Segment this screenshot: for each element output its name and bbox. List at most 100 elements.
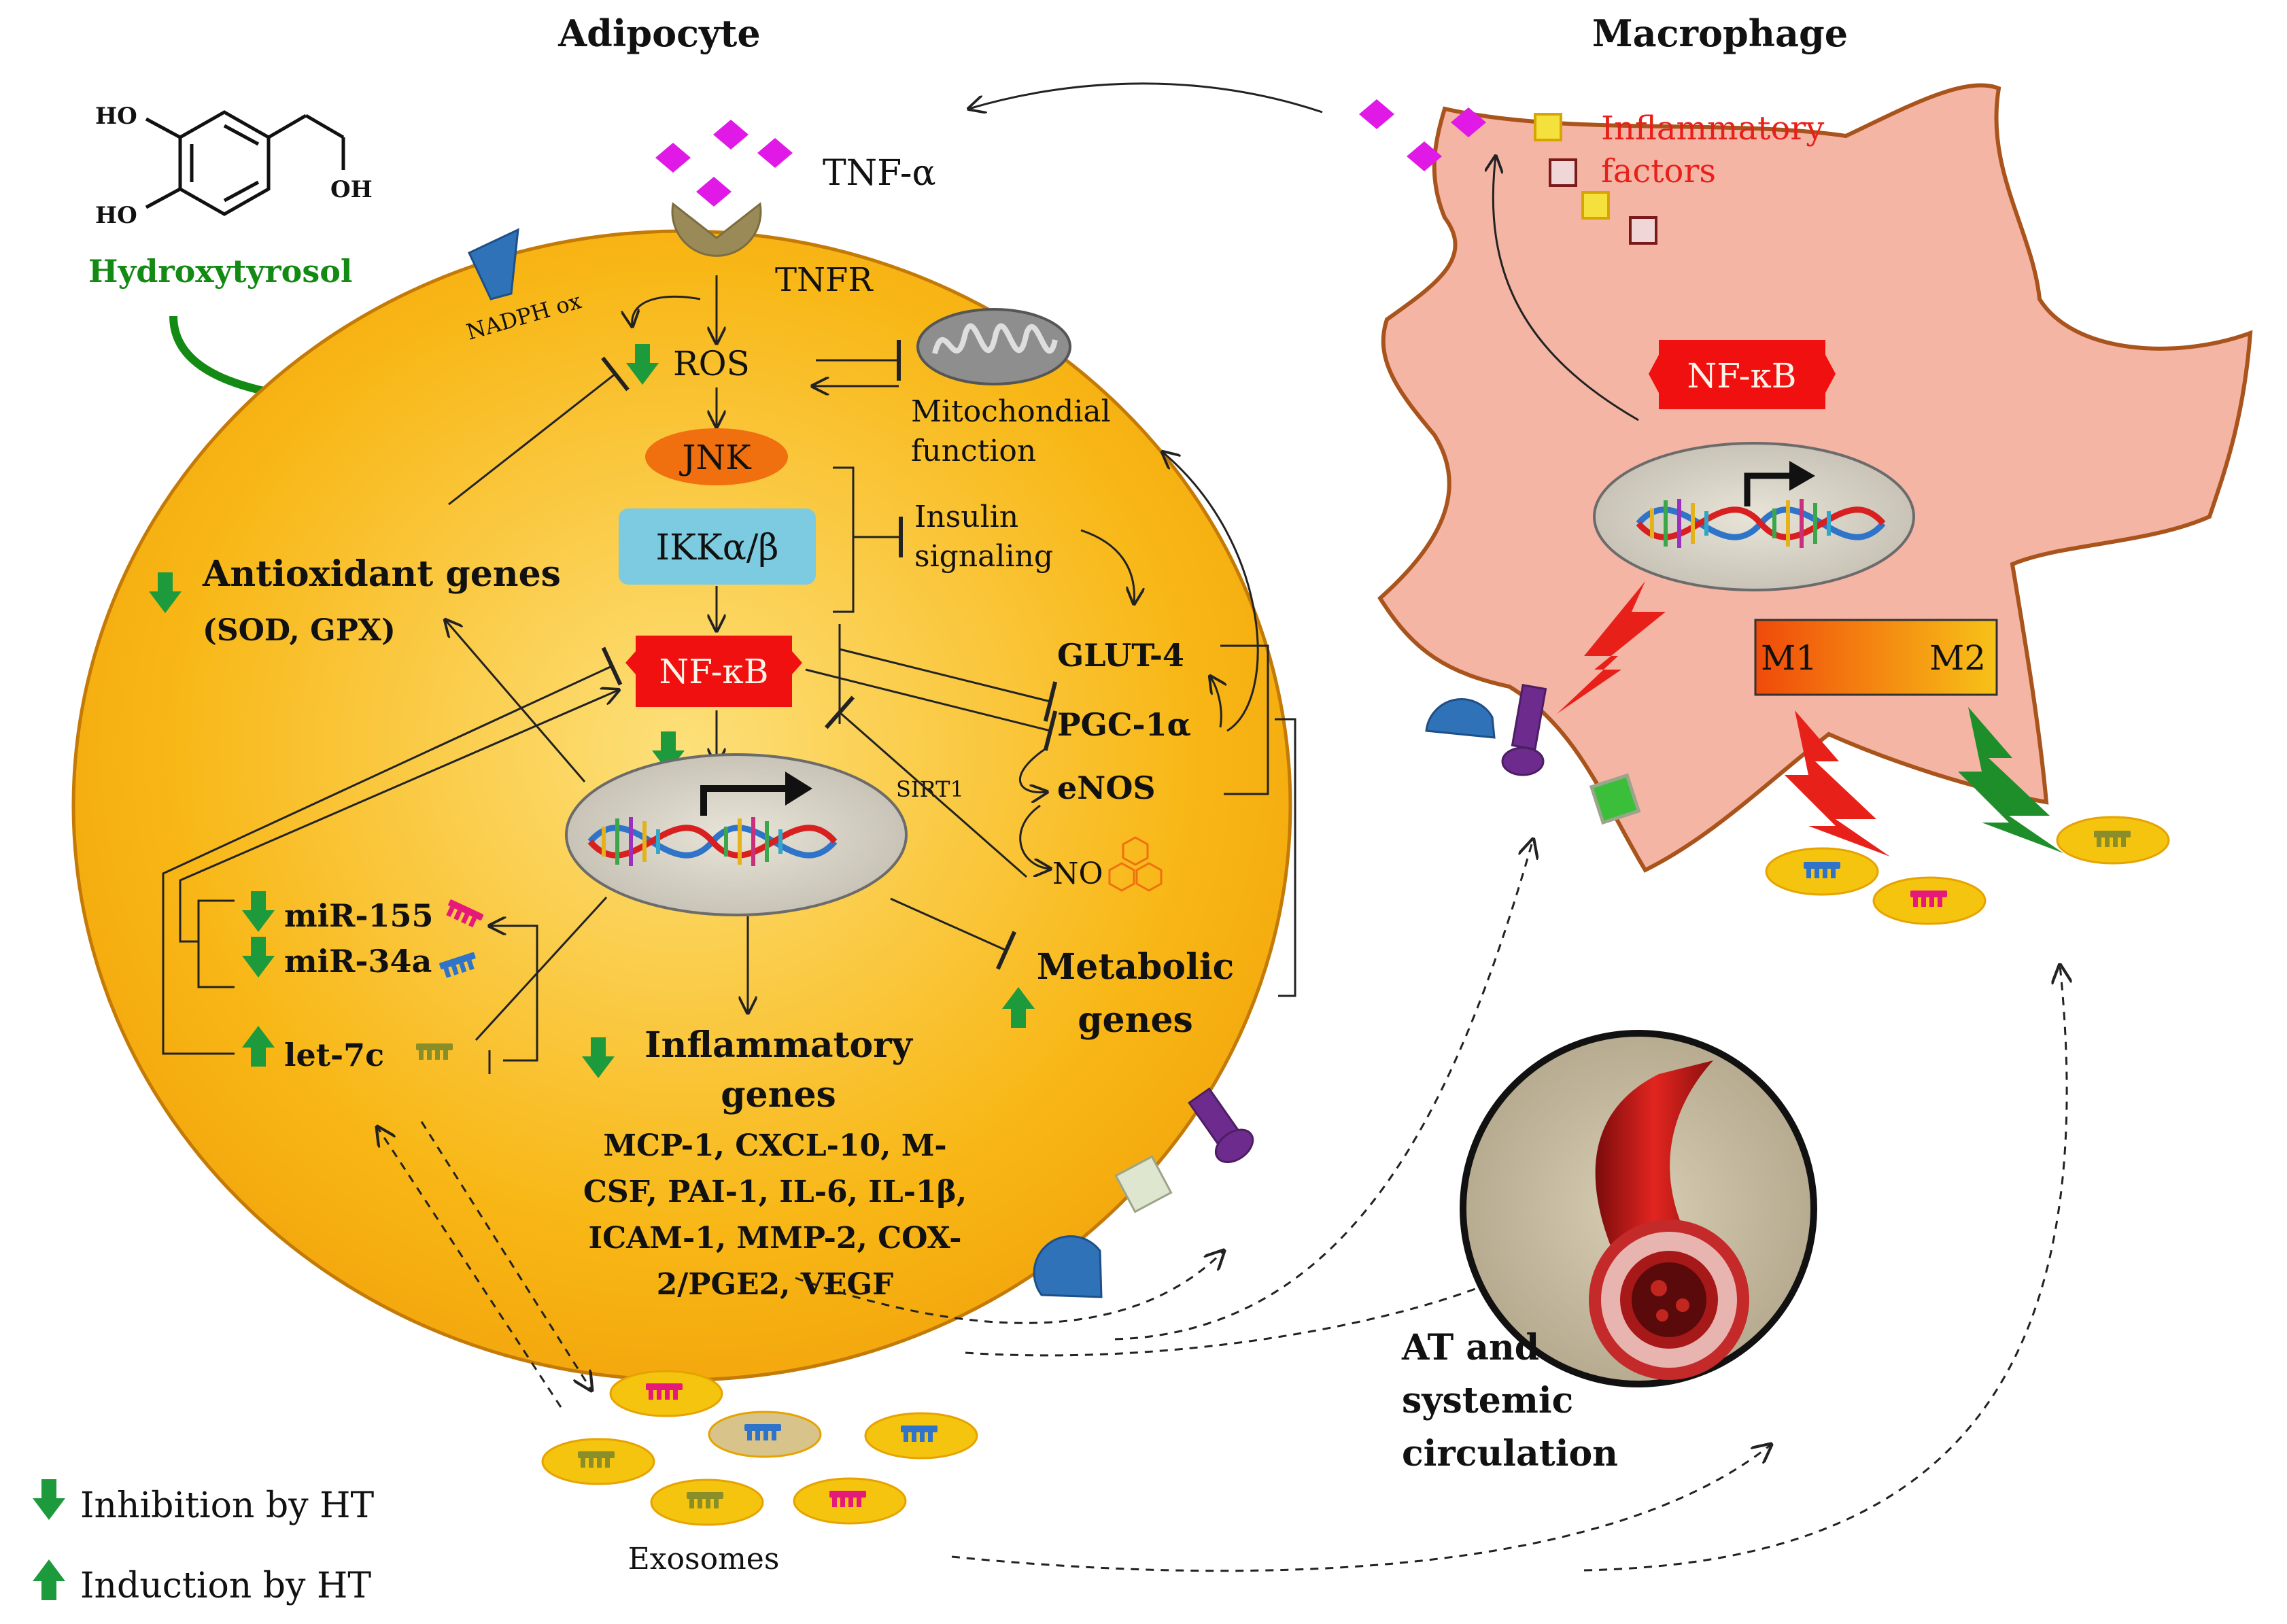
antioxidant-title: Antioxidant genes bbox=[202, 553, 561, 595]
metabolic-label-line1: Metabolic bbox=[1037, 946, 1235, 988]
tnf-molecule bbox=[1359, 99, 1394, 129]
mirna-bracket bbox=[197, 899, 235, 988]
inflammatory-list-line3: ICAM-1, MMP-2, COX- bbox=[589, 1221, 962, 1256]
inflammatory-factor-square bbox=[1629, 216, 1657, 245]
macrophage-receptor-purple bbox=[1501, 683, 1547, 776]
macrophage-receptor-blue bbox=[1425, 698, 1496, 739]
antioxidant-list: (SOD, GPX) bbox=[203, 613, 396, 648]
inflammatory-list-line2: CSF, PAI-1, IL-6, IL-1β, bbox=[583, 1175, 967, 1209]
adipocyte-nucleus bbox=[565, 753, 908, 916]
oh-label: OH bbox=[330, 176, 373, 203]
tnf-molecule bbox=[757, 138, 793, 168]
jnk-label: JNK bbox=[678, 438, 752, 477]
circulation-label-line1: AT and bbox=[1401, 1327, 1539, 1368]
ho-label-bottom: HO bbox=[95, 202, 137, 229]
exosome-transport-arrows bbox=[377, 840, 2067, 1572]
circulation-label-line3: circulation bbox=[1402, 1433, 1618, 1474]
jnk-ikk-bracket bbox=[833, 466, 855, 613]
pgc-to-mito-arrow bbox=[1163, 452, 1259, 732]
inflammatory-label-line2: genes bbox=[721, 1074, 836, 1116]
mir155-label: miR-155 bbox=[284, 897, 434, 934]
legend-inhibition-label: Inhibition by HT bbox=[80, 1485, 374, 1526]
nucleus-to-antioxidant-arrow bbox=[445, 620, 586, 782]
metabolic-bracket bbox=[1220, 644, 1269, 795]
exosomes-label: Exosomes bbox=[628, 1542, 780, 1576]
macrophage-nfkb-label: NF-κB bbox=[1687, 356, 1796, 396]
let7c-label: let-7c bbox=[284, 1037, 384, 1073]
tnf-molecule bbox=[713, 120, 749, 150]
mir34a-label: miR-34a bbox=[284, 943, 432, 980]
mito-label-line2: function bbox=[911, 434, 1036, 468]
nadph-oxidase-icon bbox=[468, 228, 519, 300]
adipocyte-receptor-blue bbox=[1033, 1235, 1103, 1298]
macrophage-transcription-arrow bbox=[1744, 472, 1795, 506]
m1-label: M1 bbox=[1761, 638, 1817, 678]
mirna-to-nfkb-line1 bbox=[179, 690, 619, 943]
enos-label: eNOS bbox=[1057, 770, 1156, 806]
transcription-arrow-icon bbox=[700, 785, 792, 816]
macrophage-nfkb-node bbox=[1649, 340, 1836, 409]
m1-m2-polarization-bar bbox=[1754, 619, 1998, 696]
nfkb-inhibits-glut4 bbox=[839, 648, 1058, 722]
circulation-label-line2: systemic bbox=[1402, 1380, 1573, 1421]
mitochondria-icon bbox=[916, 308, 1071, 385]
no-label: NO bbox=[1052, 857, 1103, 891]
legend-inhibition-arrow bbox=[33, 1479, 65, 1520]
tnf-molecule bbox=[696, 177, 732, 207]
ho-label-top: HO bbox=[95, 103, 137, 130]
nucleus-inhibits-metabolic bbox=[890, 897, 1016, 970]
antioxidant-inhibits-ros bbox=[448, 356, 630, 506]
nadph-to-ros-arrow bbox=[632, 295, 701, 326]
macrophage-inflammatory-label-line1: Inflammatory bbox=[1601, 109, 1824, 148]
legend-induction-arrow bbox=[33, 1559, 65, 1600]
blood-vessel-icon bbox=[1589, 1060, 1749, 1380]
legend-induction-label: Induction by HT bbox=[80, 1566, 371, 1606]
ikk-label: IKKα/β bbox=[656, 528, 779, 568]
adipocyte-receptor-purple bbox=[1188, 1087, 1254, 1163]
macrophage-inflammatory-label-line2: factors bbox=[1601, 152, 1716, 190]
mito-label-line1: Mitochondial bbox=[911, 394, 1111, 429]
nfkb-inhibits-pgc1a bbox=[805, 668, 1058, 751]
insulin-label-line2: signaling bbox=[914, 539, 1053, 574]
red-lightning-icon bbox=[1557, 581, 1666, 714]
inflammatory-factor-square bbox=[1549, 158, 1577, 187]
inflammatory-factor-square bbox=[1534, 113, 1562, 141]
glut4-label: GLUT-4 bbox=[1057, 637, 1184, 674]
adipocyte-receptor-square bbox=[1114, 1155, 1173, 1213]
insulin-label-line1: Insulin bbox=[914, 500, 1018, 534]
tnf-molecule bbox=[655, 143, 691, 173]
hydroxytyrosol-label: Hydroxytyrosol bbox=[88, 253, 352, 290]
nucleus-to-mirna-line bbox=[475, 896, 608, 1041]
metabolic-bracket-outer bbox=[1275, 718, 1296, 997]
ikk-node bbox=[619, 508, 816, 585]
jnk-node bbox=[645, 428, 788, 485]
tnf-alpha-label: TNF-α bbox=[823, 153, 936, 194]
enos-to-no-arrow bbox=[1019, 804, 1050, 869]
no-hexagon-icon bbox=[1108, 836, 1163, 892]
inflammatory-list-line1: MCP-1, CXCL-10, M- bbox=[603, 1128, 946, 1163]
red-lightning-icon bbox=[1785, 710, 1890, 857]
pgc1a-label: PGC-1α bbox=[1057, 706, 1191, 743]
tnfr-receptor bbox=[671, 202, 762, 257]
let7c-inhibits-nfkb bbox=[162, 646, 623, 1055]
macrophage-receptor-square bbox=[1589, 773, 1641, 825]
nucleus-to-factors-arrow bbox=[1493, 156, 1639, 421]
sirt1-inhibits-nfkb bbox=[824, 695, 1027, 878]
inflammatory-label-line1: Inflammatory bbox=[644, 1024, 913, 1066]
macrophage-transcription-arrowhead bbox=[1789, 461, 1815, 491]
nfkb-node bbox=[625, 636, 802, 707]
nfkb-label: NF-κB bbox=[659, 652, 768, 691]
sirt1-label: SIRT1 bbox=[896, 776, 964, 802]
tnfr-label: TNFR bbox=[775, 261, 874, 299]
green-lightning-icon bbox=[1958, 707, 2063, 853]
ros-label: ROS bbox=[673, 344, 750, 383]
macrophage-to-adipocyte-arrow bbox=[969, 82, 1323, 112]
macrophage-exosomes bbox=[1765, 816, 2170, 925]
metabolic-label-line2: genes bbox=[1078, 999, 1193, 1041]
m2-label: M2 bbox=[1929, 638, 1986, 678]
inflammatory-factor-square bbox=[1581, 191, 1610, 220]
pgc-to-glut4-arrow bbox=[1210, 676, 1221, 728]
hydroxytyrosol-structure bbox=[145, 110, 345, 216]
transcription-arrowhead bbox=[785, 772, 812, 806]
